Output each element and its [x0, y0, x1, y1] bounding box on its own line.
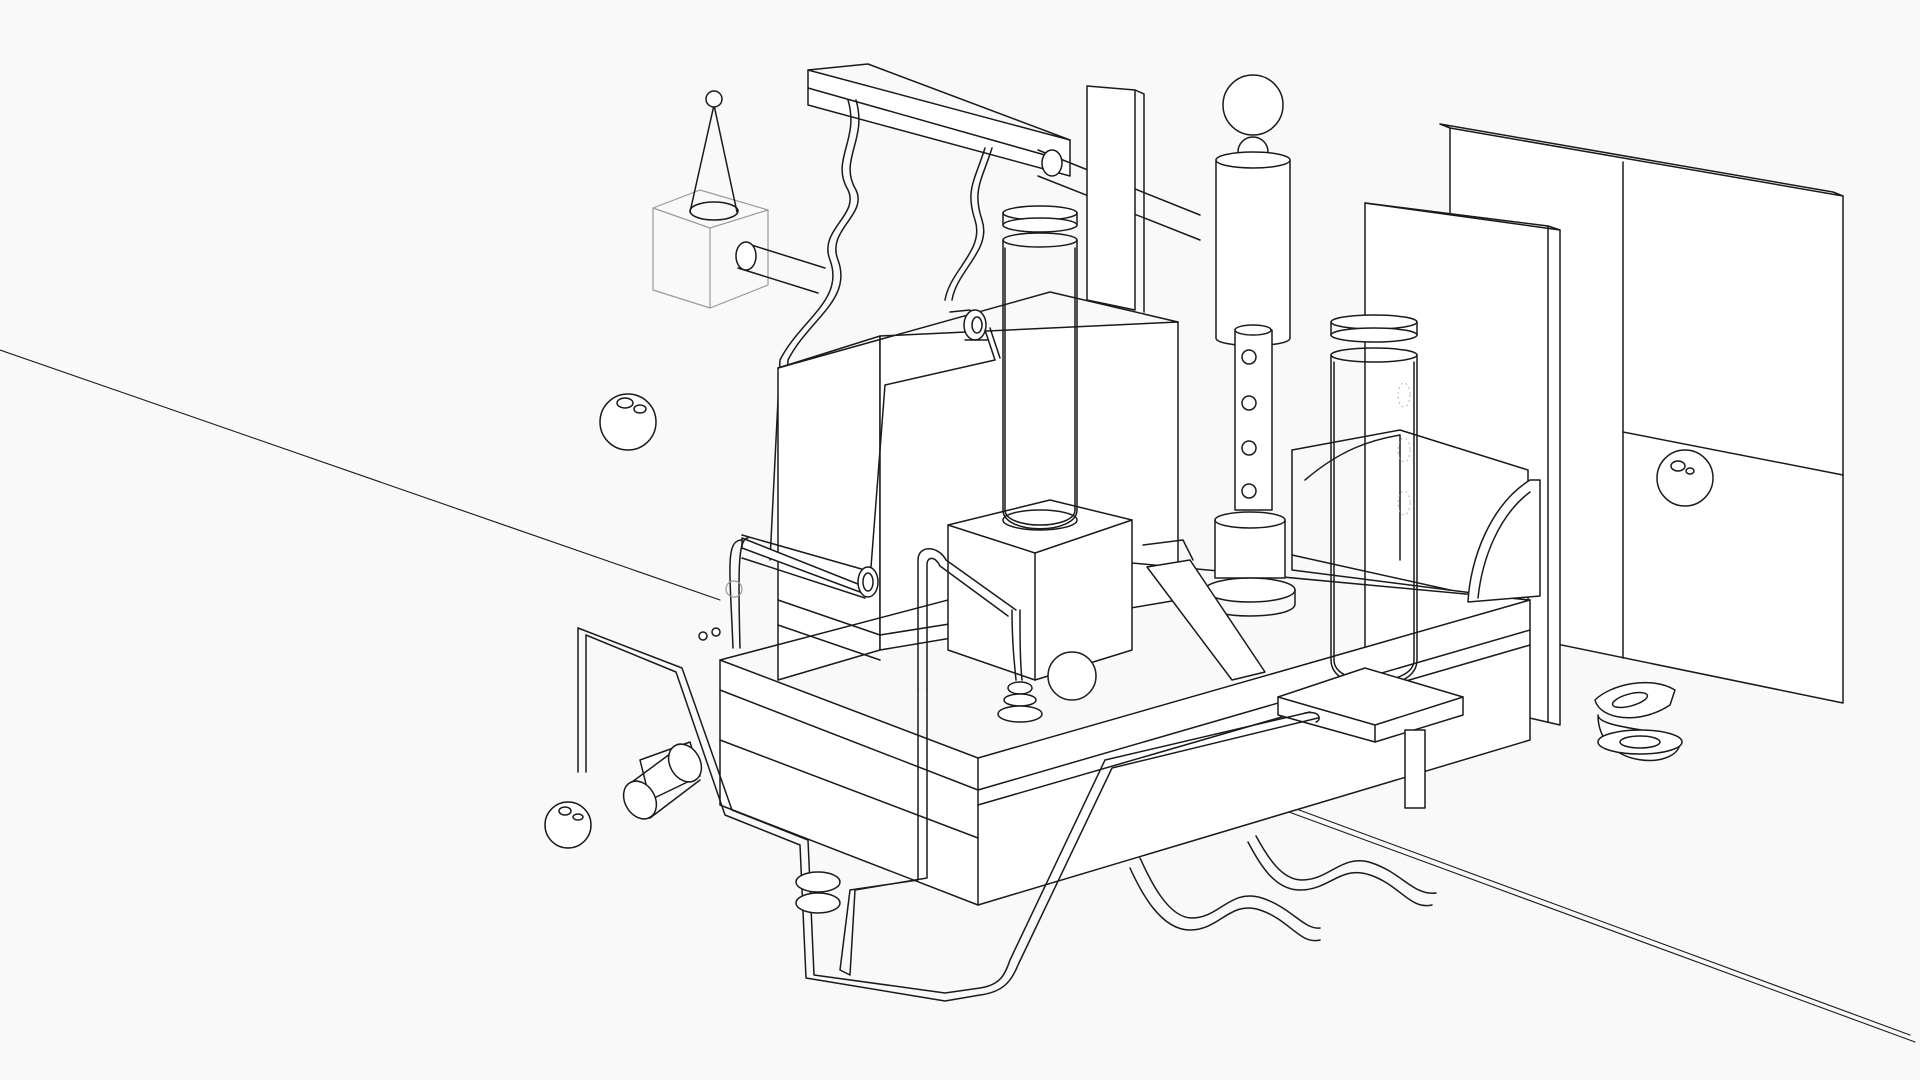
tube-tray — [1277, 667, 1464, 809]
fallen-cylinder — [622, 741, 703, 820]
bubble-sphere — [1656, 449, 1714, 507]
ramp — [1142, 539, 1266, 681]
cube-with-cone — [652, 90, 769, 309]
bent-wire-left — [577, 627, 1320, 1002]
wavy-strings — [769, 99, 993, 561]
hemisphere-bowls — [1594, 681, 1683, 762]
vertical-post — [1086, 85, 1145, 313]
pulley-wheel — [869, 309, 1001, 581]
connecting-rod — [735, 241, 826, 294]
roller-cylinder — [725, 534, 879, 649]
center-cube — [947, 499, 1133, 681]
sphere-on-platform — [1047, 651, 1097, 701]
vertical-tube-with-spheres — [1204, 74, 1296, 617]
bent-pipe-center — [839, 548, 1017, 976]
test-tube-left — [1002, 205, 1078, 531]
bubbles — [544, 393, 721, 849]
stacked-rings-left — [795, 871, 841, 914]
floor-lines — [0, 349, 1916, 1043]
stacked-discs-center — [997, 609, 1043, 723]
right-box-with-arch — [1291, 429, 1541, 603]
worm-shapes — [1129, 835, 1437, 942]
